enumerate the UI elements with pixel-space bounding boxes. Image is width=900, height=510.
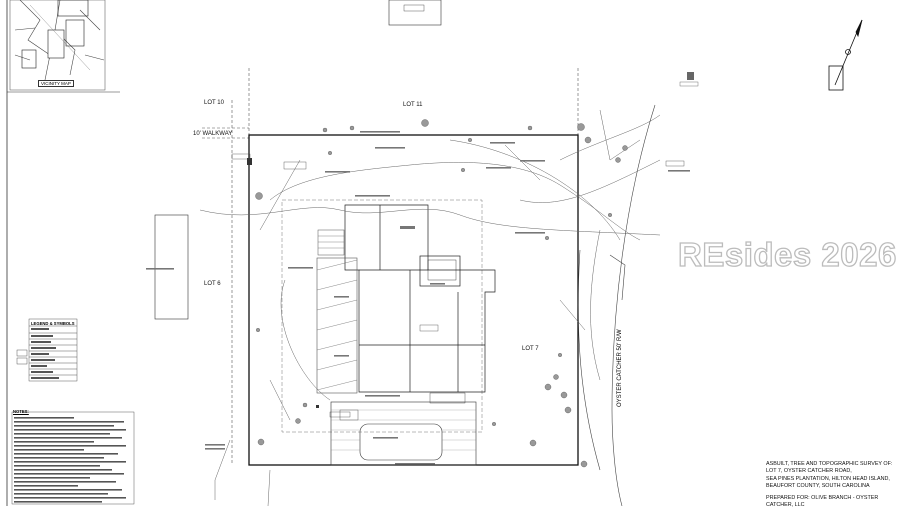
notes-block	[11, 411, 135, 505]
legend-table	[16, 318, 78, 382]
house-footprint	[344, 204, 496, 393]
vicinity-map-label: VICINITY MAP	[38, 80, 74, 87]
walkway-label: 10' WALKWAY	[193, 131, 233, 137]
vicinity-map	[9, 0, 106, 91]
notes-title: NOTES:	[13, 409, 29, 414]
north-arrow	[828, 19, 863, 91]
title-line-1: ASBUILT, TREE AND TOPOGRAPHIC SURVEY OF:	[766, 461, 893, 467]
tree-symbols	[255, 119, 628, 468]
lot-7-label: LOT 7	[522, 346, 539, 352]
road-label: OYSTER CATCHER 50' R/W	[617, 329, 623, 407]
title-line-5: PREPARED FOR: OLIVE BRANCH - OYSTER	[766, 494, 879, 501]
watermark: REsides 2026	[677, 235, 897, 273]
title-line-2: LOT 7, OYSTER CATCHER ROAD,	[766, 468, 852, 475]
legend-title: LEGEND & SYMBOLS	[31, 321, 75, 326]
pool-area	[330, 392, 477, 466]
title-block: ASBUILT, TREE AND TOPOGRAPHIC SURVEY OF:…	[766, 461, 898, 510]
lot-11-label: LOT 11	[403, 102, 423, 108]
lot-6-label: LOT 6	[204, 281, 221, 287]
title-line-3: SEA PINES PLANTATION, HILTON HEAD ISLAND…	[766, 475, 890, 482]
title-line-6: CATCHER, LLC	[766, 502, 805, 509]
lot-10-label: LOT 10	[204, 100, 224, 106]
title-line-4: BEAUFORT COUNTY, SOUTH CAROLINA	[766, 483, 870, 490]
